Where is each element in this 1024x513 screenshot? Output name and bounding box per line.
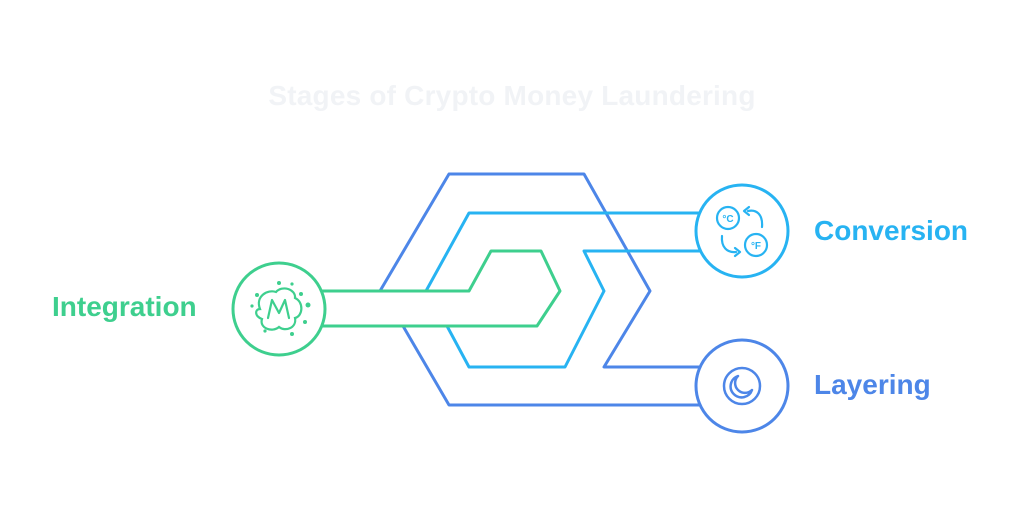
layering-node xyxy=(694,338,790,434)
layering-path xyxy=(378,172,700,369)
layering-label: Layering xyxy=(814,369,931,400)
temperature-convert-icon: °C °F xyxy=(715,205,769,258)
conversion-path xyxy=(424,211,700,292)
integration-label: Integration xyxy=(52,291,197,322)
integration-path xyxy=(322,249,562,328)
fahrenheit-symbol: °F xyxy=(751,241,761,252)
meetup-m-icon xyxy=(250,281,311,336)
celsius-symbol: °C xyxy=(722,214,733,225)
conversion-node: °C °F xyxy=(694,183,790,279)
moon-icon xyxy=(722,366,762,406)
conversion-path-lower xyxy=(445,249,700,369)
conversion-label: Conversion xyxy=(814,215,969,246)
diagram-title: Stages of Crypto Money Laundering xyxy=(268,80,756,111)
layering-path-lower xyxy=(401,325,700,407)
integration-node xyxy=(231,261,327,357)
